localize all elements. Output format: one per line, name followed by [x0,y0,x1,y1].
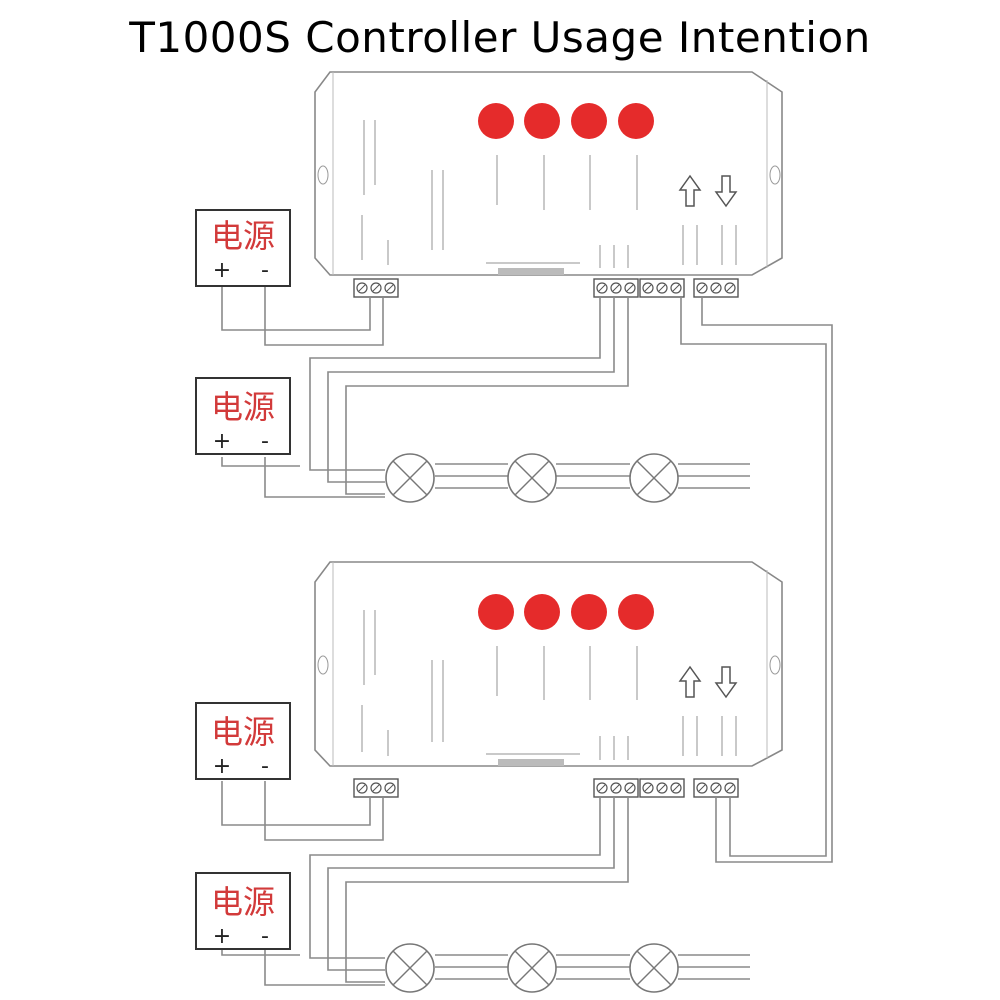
lamp-chain-1 [385,453,679,503]
plus-label: + [213,754,231,779]
down-arrow-icon [714,175,738,208]
wiring [221,287,833,986]
controller-2 [314,561,783,798]
down-arrow-icon [714,666,738,699]
up-arrow-icon [678,174,702,207]
minus-label: - [261,924,269,949]
button-2 [524,594,560,630]
minus-label: - [261,429,269,454]
button-3 [571,594,607,630]
minus-label: - [261,258,269,283]
lamp-chain-2 [385,943,679,993]
button-1 [478,594,514,630]
plus-label: + [213,258,231,283]
power-supply-label: 电源 [211,883,275,921]
up-arrow-icon [678,665,702,698]
button-2 [524,103,560,139]
minus-label: - [261,754,269,779]
power-supply-2: 电源 + - [195,377,291,455]
power-supply-label: 电源 [211,388,275,426]
diagram-title: T1000S Controller Usage Intention [129,13,871,62]
power-supply-3: 电源 + - [195,702,291,780]
button-4 [618,103,654,139]
power-supply-label: 电源 [211,713,275,751]
button-1 [478,103,514,139]
plus-label: + [213,429,231,454]
power-supply-4: 电源 + - [195,872,291,950]
button-4 [618,594,654,630]
power-supply-1: 电源 + - [195,209,291,287]
plus-label: + [213,924,231,949]
controller-1 [314,71,783,298]
power-supply-label: 电源 [211,217,275,255]
button-3 [571,103,607,139]
